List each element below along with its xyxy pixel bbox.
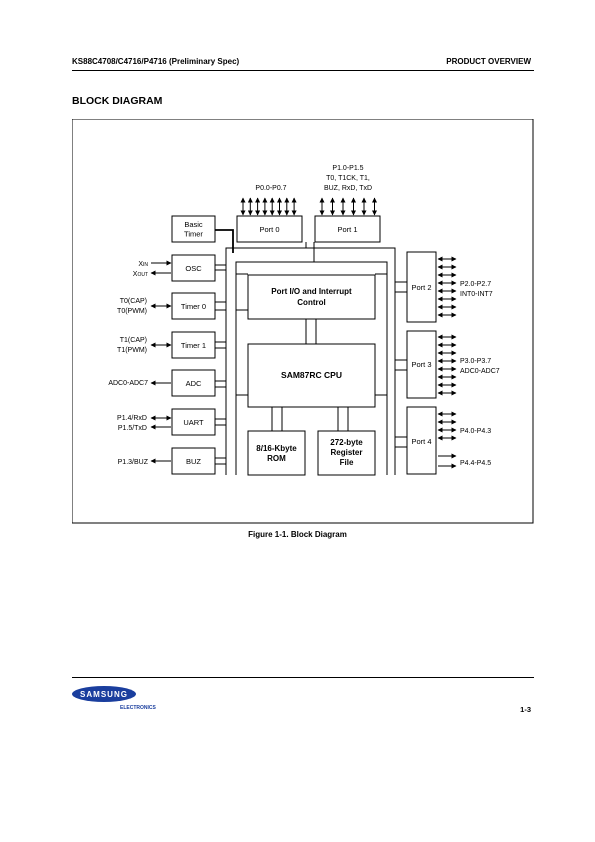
osc-block: OSC [171, 254, 216, 282]
page-number: 1-3 [520, 705, 531, 714]
timer1-block: Timer 1 [171, 331, 216, 359]
svg-text:T1(PWM): T1(PWM) [117, 347, 147, 354]
svg-text:INT0-INT7: INT0-INT7 [460, 291, 493, 298]
logo-subtext: ELECTRONICS [120, 705, 157, 711]
svg-text:P3.0-P3.7: P3.0-P3.7 [460, 358, 491, 365]
buz-block: BUZ [171, 447, 216, 475]
port2-label: P2.0-P2.7 INT0-INT7 [460, 281, 493, 298]
port1-pin-arrows [319, 197, 377, 216]
adc-signals: ADC0-ADC7 [108, 380, 171, 387]
uart-signals: P1.4/RxD P1.5/TxD [117, 415, 172, 432]
timer0-block: Timer 0 [171, 292, 216, 320]
svg-text:T0(PWM): T0(PWM) [117, 308, 147, 315]
figure-caption: Figure 1-1. Block Diagram [248, 530, 347, 539]
port2-pin-arrows [437, 256, 457, 318]
adc-block: ADC [171, 369, 216, 397]
logo-ellipse [72, 686, 136, 702]
svg-text:XIN: XIN [138, 261, 148, 268]
svg-text:Port 4: Port 4 [411, 437, 431, 446]
header-doc-title: KS88C4708/C4716/P4716 (Preliminary Spec) [72, 57, 240, 66]
svg-text:OSC: OSC [185, 264, 202, 273]
port4-pin-arrows [437, 411, 457, 469]
block-diagram: Basic Timer OSC Timer 0 Timer 1 ADC UART… [71, 118, 534, 524]
svg-text:P1.0-P1.5: P1.0-P1.5 [332, 165, 363, 172]
svg-text:UART: UART [183, 418, 204, 427]
svg-text:P1.4/RxD: P1.4/RxD [117, 415, 147, 422]
svg-text:P1.5/TxD: P1.5/TxD [118, 425, 147, 432]
svg-text:Timer 1: Timer 1 [181, 341, 206, 350]
osc-signals: XIN XOUT [133, 260, 172, 278]
svg-text:Control: Control [297, 298, 325, 307]
svg-text:T0, T1CK, T1,: T0, T1CK, T1, [326, 175, 370, 182]
port4-label-b: P4.4-P4.5 [460, 460, 491, 467]
svg-text:P2.0-P2.7: P2.0-P2.7 [460, 281, 491, 288]
svg-text:Port 3: Port 3 [411, 360, 431, 369]
port1-block: Port 1 [314, 215, 381, 243]
register-file-block: 272-byte Register File [317, 430, 376, 476]
svg-text:P1.3/BUZ: P1.3/BUZ [118, 459, 149, 466]
svg-text:272-byte: 272-byte [330, 438, 363, 447]
header-section: PRODUCT OVERVIEW [446, 57, 531, 66]
uart-block: UART [171, 408, 216, 436]
svg-text:Timer: Timer [184, 230, 203, 239]
svg-text:Port 2: Port 2 [411, 283, 431, 292]
port4-label-a: P4.0-P4.3 [460, 428, 491, 435]
svg-text:T1(CAP): T1(CAP) [120, 337, 147, 344]
logo-text: SAMSUNG [80, 690, 128, 699]
buz-signals: P1.3/BUZ [118, 458, 171, 466]
bus-lines [215, 229, 407, 475]
port0-pin-arrows [240, 197, 297, 216]
rom-block: 8/16-Kbyte ROM [247, 430, 306, 476]
svg-text:Basic: Basic [184, 220, 203, 229]
port4-block: Port 4 [406, 406, 437, 475]
svg-text:ADC0-ADC7: ADC0-ADC7 [108, 380, 148, 387]
section-title: BLOCK DIAGRAM [72, 95, 163, 107]
svg-text:ADC0-ADC7: ADC0-ADC7 [460, 368, 500, 375]
svg-text:Timer 0: Timer 0 [181, 302, 206, 311]
svg-text:Register: Register [330, 448, 362, 457]
svg-text:T0(CAP): T0(CAP) [120, 298, 147, 305]
svg-text:8/16-Kbyte: 8/16-Kbyte [256, 444, 297, 453]
cpu-block: SAM87RC CPU [247, 343, 376, 408]
svg-text:Port I/O and Interrupt: Port I/O and Interrupt [271, 287, 352, 296]
port3-label: P3.0-P3.7 ADC0-ADC7 [460, 358, 500, 375]
svg-text:BUZ: BUZ [186, 457, 201, 466]
svg-text:Port 1: Port 1 [337, 225, 357, 234]
port-io-interrupt-block: Port I/O and Interrupt Control [247, 274, 376, 320]
svg-text:SAM87RC CPU: SAM87RC CPU [281, 370, 342, 380]
basic-timer-block: Basic Timer [171, 215, 216, 243]
svg-text:File: File [340, 458, 354, 467]
svg-text:XOUT: XOUT [133, 271, 148, 278]
port0-label: P0.0-P0.7 [255, 185, 286, 192]
svg-text:BUZ, RxD, TxD: BUZ, RxD, TxD [324, 185, 372, 192]
svg-text:ROM: ROM [267, 454, 286, 463]
port1-label: P1.0-P1.5 T0, T1CK, T1, BUZ, RxD, TxD [324, 165, 372, 192]
footer-rule [72, 677, 534, 678]
port2-block: Port 2 [406, 251, 437, 323]
svg-text:ADC: ADC [186, 379, 202, 388]
port3-pin-arrows [437, 334, 457, 396]
samsung-logo: SAMSUNG ELECTRONICS [72, 684, 162, 712]
timer1-signals: T1(CAP) T1(PWM) [117, 337, 172, 354]
port0-block: Port 0 [236, 215, 303, 243]
diagram-border [71, 118, 534, 524]
header-rule [72, 70, 534, 71]
svg-text:Port 0: Port 0 [259, 225, 279, 234]
timer0-signals: T0(CAP) T0(PWM) [117, 298, 172, 315]
port3-block: Port 3 [406, 330, 437, 399]
